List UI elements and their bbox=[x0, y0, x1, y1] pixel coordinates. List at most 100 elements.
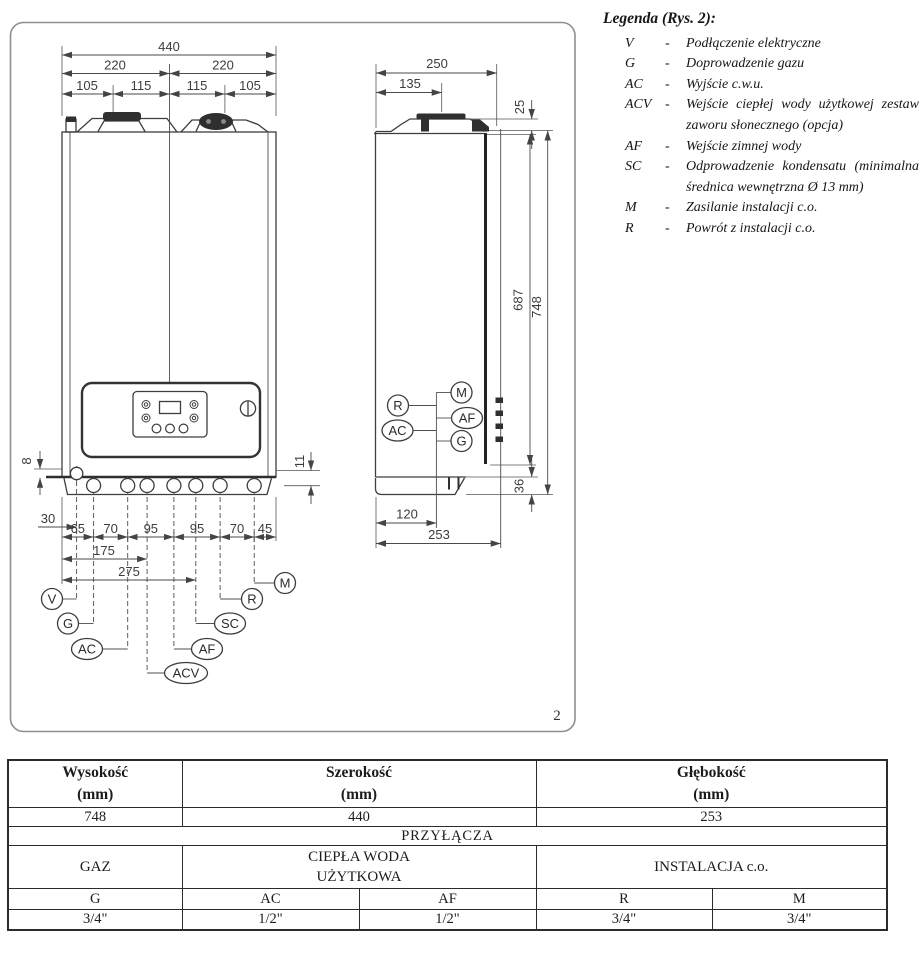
legend-item-sc: SC - Odprowadzenie kondensatu (minimalna… bbox=[603, 157, 919, 198]
legend: Legenda (Rys. 2): V - Podłączenie elektr… bbox=[603, 9, 919, 240]
legend-item-m: M - Zasilanie instalacji c.o. bbox=[603, 198, 919, 219]
legend-symbol: AF bbox=[625, 138, 643, 154]
conn-value-r: 3/4" bbox=[535, 909, 713, 931]
conn-value-g: 3/4" bbox=[7, 909, 183, 931]
legend-item-af: AF - Wejście zimnej wody bbox=[603, 137, 919, 158]
legend-desc: Wyjście c.w.u. bbox=[686, 76, 764, 92]
legend-desc: Wejście zimnej wody bbox=[686, 138, 802, 154]
dim-height-inner: 687 bbox=[511, 289, 526, 311]
dim-to-acv: 175 bbox=[93, 543, 115, 558]
header-depth: Głębokość(mm) bbox=[535, 759, 888, 808]
legend-item-ac: AC - Wyjście c.w.u. bbox=[603, 75, 919, 96]
flue-right-icon bbox=[199, 113, 233, 130]
legend-item-g: G - Doprowadzenie gazu bbox=[603, 54, 919, 75]
label-acv bbox=[163, 661, 209, 685]
table-section-row: PRZYŁĄCZA bbox=[7, 826, 888, 846]
label-connectors bbox=[63, 582, 274, 674]
svg-text:SC: SC bbox=[221, 616, 239, 631]
legend-symbol: AC bbox=[625, 76, 643, 92]
front-view: 440 220 220 105 115 115 105 bbox=[19, 39, 320, 685]
dim-depth-top: 250 bbox=[426, 56, 448, 71]
conn-header-r: R bbox=[535, 888, 713, 910]
dim-quarter-4: 105 bbox=[239, 78, 261, 93]
value-depth: 253 bbox=[535, 807, 888, 827]
knob-icon bbox=[239, 400, 257, 417]
legend-item-v: V - Podłączenie elektryczne bbox=[603, 34, 919, 55]
group-dhw: CIEPŁA WODA UŻYTKOWA bbox=[181, 845, 537, 889]
table-conn-values-row: 3/4" 1/2" 1/2" 3/4" 3/4" bbox=[7, 909, 888, 931]
dim-chain-1: 65 bbox=[71, 521, 85, 536]
dim-offset-v: 30 bbox=[41, 511, 55, 526]
legend-desc: Odprowadzenie kondensatu (minimalna śred… bbox=[686, 159, 919, 195]
side-label-r bbox=[386, 394, 410, 417]
dim-gap-left: 8 bbox=[19, 457, 34, 464]
dim-quarter-2: 115 bbox=[131, 78, 152, 93]
front-top-extensions bbox=[61, 46, 277, 382]
control-panel bbox=[80, 381, 262, 459]
front-connection-labels: V G AC ACV AF SC R M bbox=[40, 571, 297, 685]
svg-text:V: V bbox=[48, 592, 57, 607]
legend-symbol: M bbox=[625, 200, 637, 216]
dim-chain-2: 70 bbox=[103, 521, 117, 536]
label-sc bbox=[213, 612, 247, 635]
boiler-side-case bbox=[374, 113, 503, 548]
label-r bbox=[240, 587, 264, 611]
display bbox=[158, 400, 182, 415]
conn-header-g: G bbox=[7, 888, 183, 910]
svg-text:AC: AC bbox=[78, 642, 96, 657]
side-right-dimensions: 25 687 748 36 bbox=[466, 100, 553, 512]
label-g bbox=[56, 612, 80, 635]
technical-drawing: 2 440 220 220 105 115 115 105 bbox=[9, 21, 576, 733]
group-gas: GAZ bbox=[7, 845, 183, 889]
side-flue-icon bbox=[416, 113, 466, 120]
legend-symbol: SC bbox=[625, 159, 642, 175]
legend-symbol: G bbox=[625, 56, 636, 72]
connection-leader-lines bbox=[76, 481, 255, 673]
table-conn-header-row: G AC AF R M bbox=[7, 888, 888, 910]
label-v bbox=[40, 587, 64, 611]
svg-text:R: R bbox=[393, 398, 402, 413]
side-connection-labels: R AC M AF G bbox=[381, 381, 484, 528]
label-ac bbox=[70, 637, 104, 661]
side-top-dimensions: 250 135 bbox=[375, 56, 498, 128]
front-gap-dimensions: 8 11 bbox=[19, 451, 320, 504]
indicator-icons bbox=[141, 400, 199, 423]
header-width: Szerokość(mm) bbox=[181, 759, 537, 808]
front-bottom-dimensions: 30 65 70 95 95 70 45 175 275 bbox=[38, 481, 277, 673]
figure-frame bbox=[9, 21, 576, 733]
dim-chain-6: 45 bbox=[258, 521, 272, 536]
label-af bbox=[190, 637, 224, 661]
svg-text:G: G bbox=[63, 616, 73, 631]
table-group-row: GAZ CIEPŁA WODA UŻYTKOWA INSTALACJA c.o. bbox=[7, 845, 888, 889]
dimensions-table: Wysokość(mm) Szerokość(mm) Głębokość(mm)… bbox=[7, 759, 889, 931]
value-width: 440 bbox=[181, 807, 537, 827]
dim-width-total: 440 bbox=[158, 39, 180, 54]
svg-text:R: R bbox=[247, 592, 256, 607]
legend-symbol: V bbox=[625, 35, 634, 51]
vent-cap-icon bbox=[66, 116, 76, 122]
figure-page-number: 2 bbox=[553, 708, 561, 724]
side-view: 250 135 bbox=[374, 56, 553, 548]
svg-text:M: M bbox=[280, 576, 291, 591]
boiler-front-case bbox=[61, 112, 277, 478]
side-label-m bbox=[450, 381, 473, 404]
dim-gap-right: 11 bbox=[292, 455, 307, 469]
side-label-ac bbox=[381, 419, 414, 442]
conn-header-af: AF bbox=[358, 888, 537, 910]
svg-text:AF: AF bbox=[199, 642, 216, 657]
svg-text:G: G bbox=[456, 434, 466, 449]
connection-plate-front bbox=[46, 466, 276, 496]
legend-item-acv: ACV - Wejście ciepłej wody użytkowej zes… bbox=[603, 95, 919, 136]
legend-desc: Doprowadzenie gazu bbox=[686, 56, 805, 72]
dim-conn-depth: 120 bbox=[396, 507, 418, 522]
svg-text:M: M bbox=[456, 385, 467, 400]
mounting-hooks bbox=[495, 397, 503, 442]
side-label-g bbox=[450, 429, 473, 453]
header-height: Wysokość(mm) bbox=[7, 759, 183, 808]
dim-quarter-1: 105 bbox=[76, 78, 98, 93]
dim-height-total: 748 bbox=[529, 296, 544, 318]
conn-value-af: 1/2" bbox=[358, 909, 537, 931]
dim-top-25: 25 bbox=[512, 100, 527, 114]
legend-item-r: R - Powrót z instalacji c.o. bbox=[603, 219, 919, 240]
